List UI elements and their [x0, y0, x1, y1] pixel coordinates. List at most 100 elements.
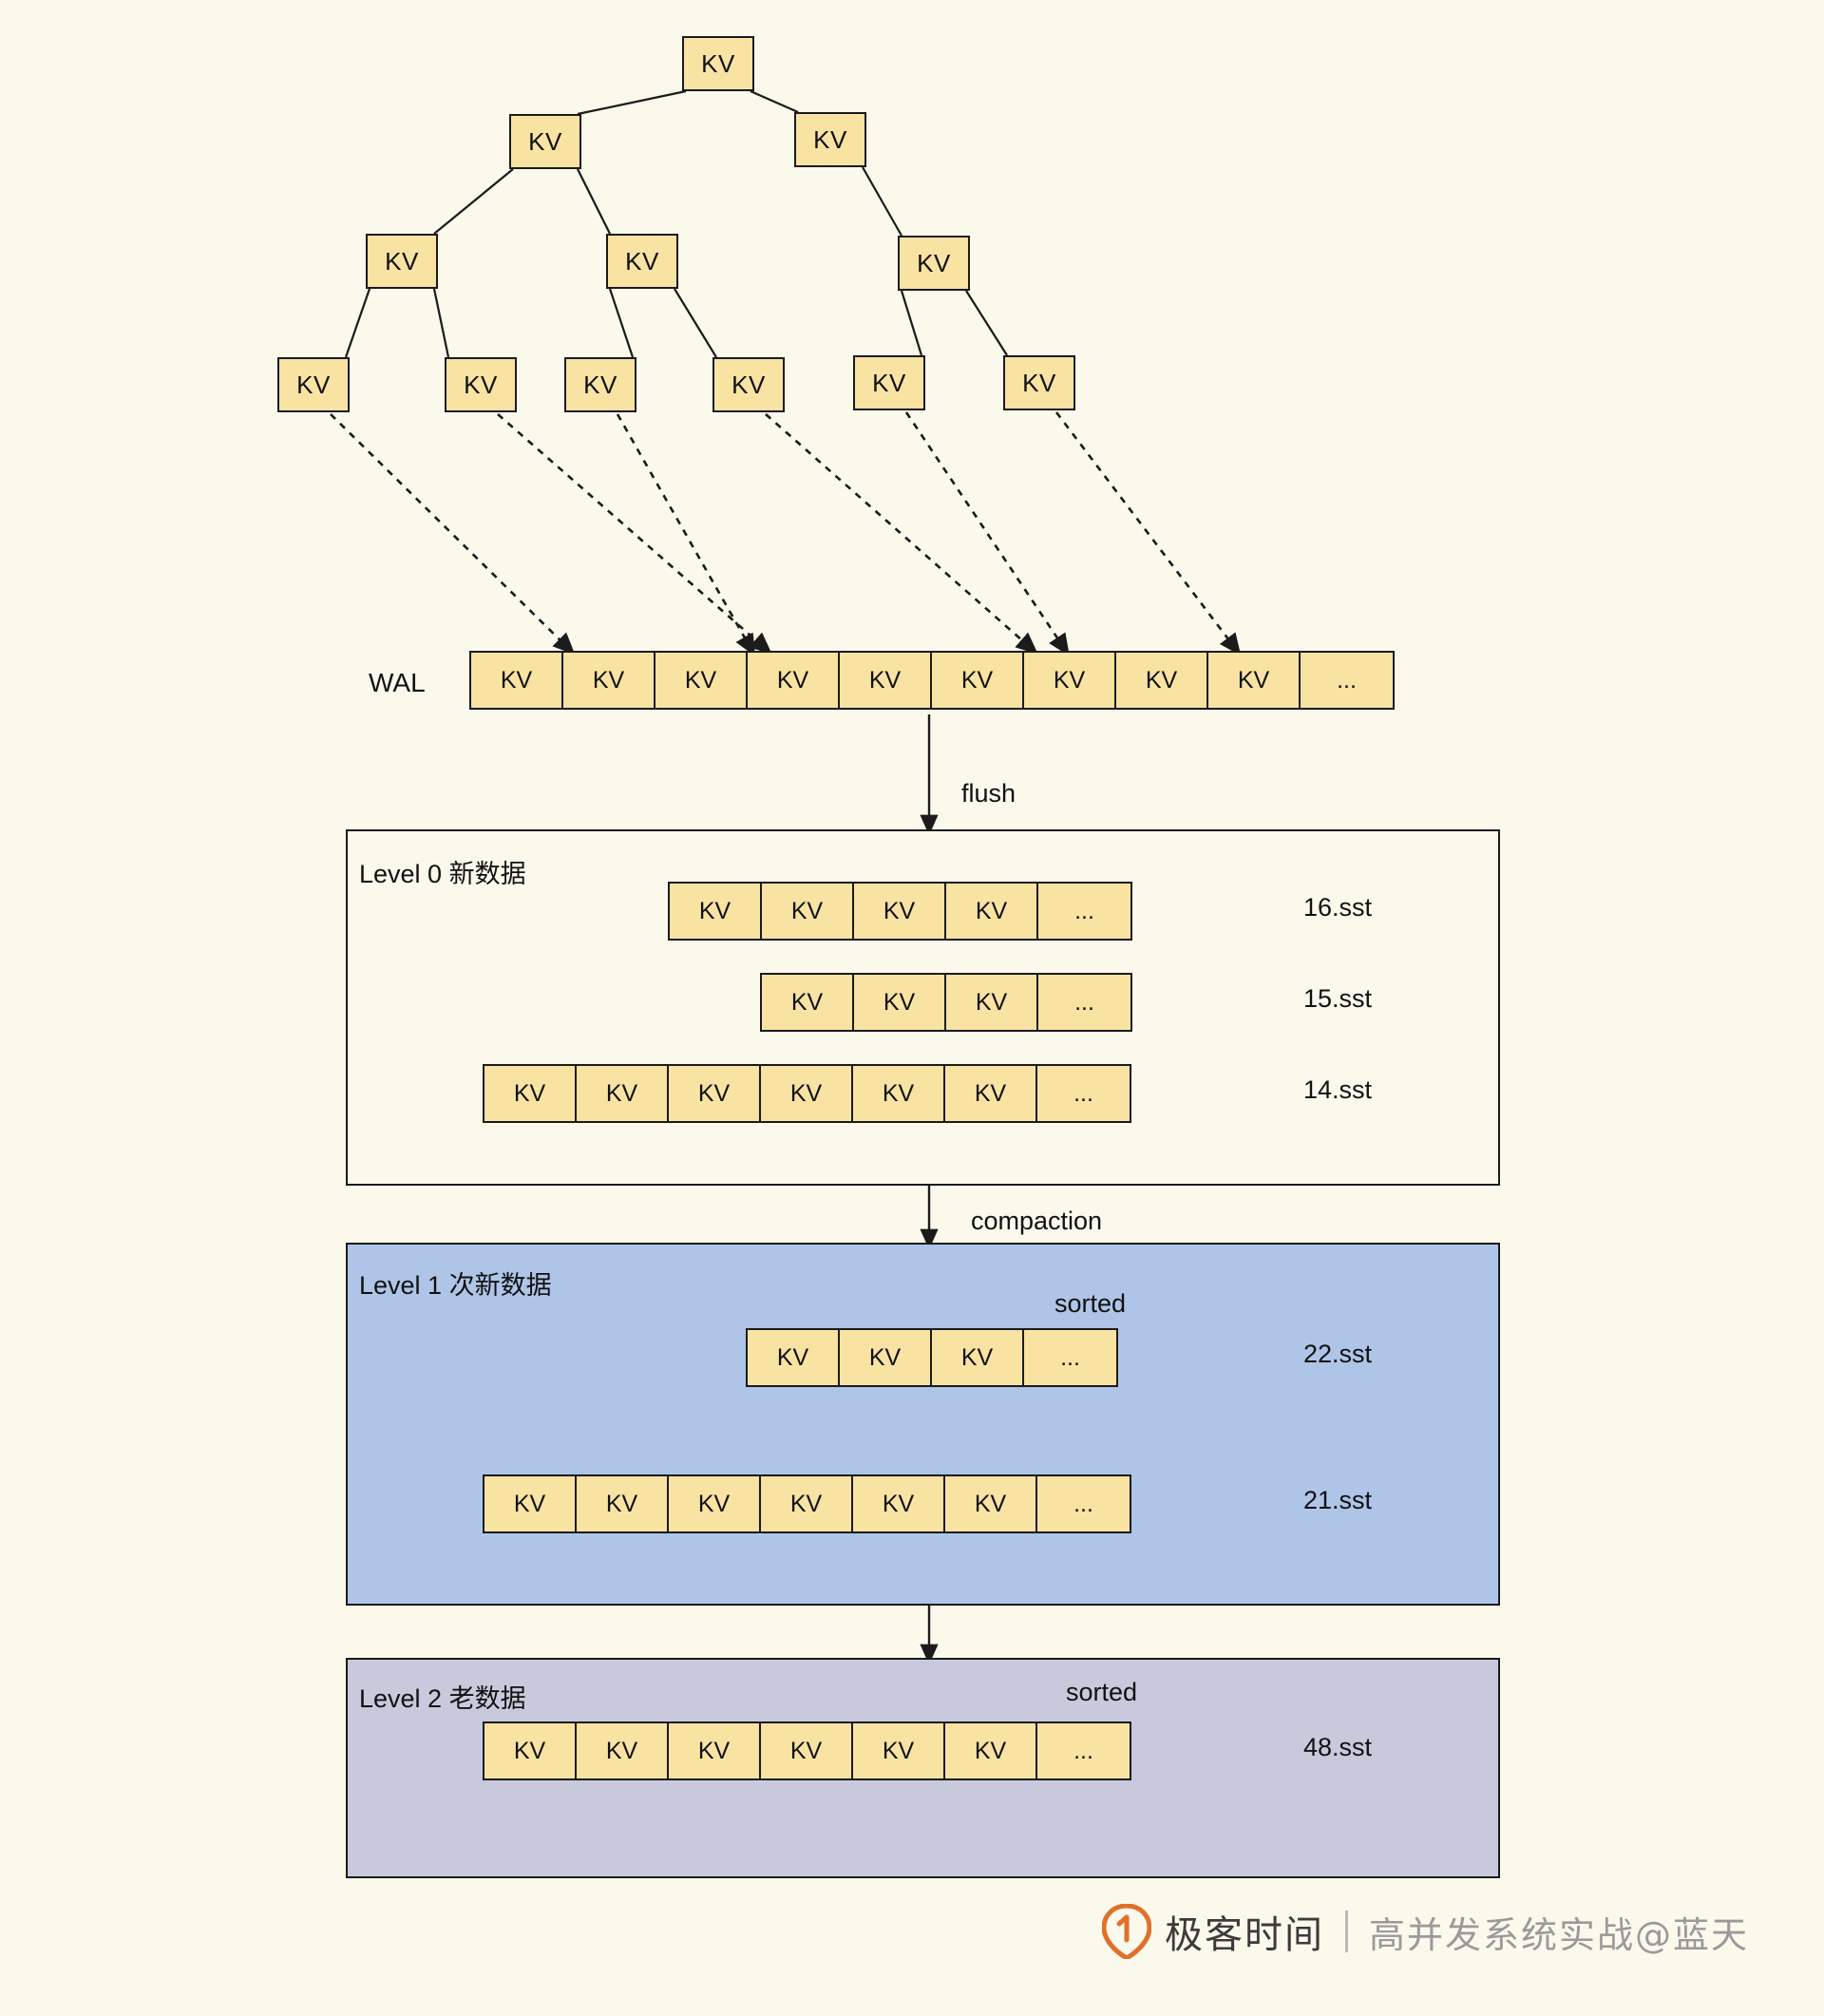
tree-kv-node: KV: [509, 114, 581, 169]
wal-dotted-arrows: [330, 411, 1242, 657]
wal-write-arrow: [904, 411, 1070, 656]
kv-cell-ellipsis: ...: [1024, 1330, 1116, 1385]
sorted-label-level1: sorted: [1054, 1289, 1127, 1318]
tree-edge: [577, 168, 611, 235]
tree-kv-node: KV: [898, 236, 970, 291]
brand-name: 极客时间: [1165, 1913, 1324, 1957]
sst-name-22: 22.sst: [1303, 1340, 1373, 1368]
kv-cell: KV: [1116, 653, 1208, 708]
tree-edge: [674, 288, 717, 358]
kv-cell: KV: [669, 1476, 761, 1531]
kv-cell: KV: [748, 1330, 840, 1385]
tree-kv-label: KV: [1022, 368, 1056, 397]
wal-write-arrow: [497, 413, 772, 655]
wal-write-arrow: [1054, 411, 1242, 656]
tree-kv-node: KV: [794, 112, 866, 167]
kv-cell: KV: [854, 884, 946, 939]
footer-divider: [1345, 1911, 1348, 1952]
kv-cell: KV: [484, 1723, 577, 1778]
kv-cell: KV: [669, 1723, 761, 1778]
kv-cell: KV: [484, 1476, 577, 1531]
tree-kv-node: KV: [366, 234, 438, 289]
tree-kv-node: KV: [712, 357, 785, 412]
tree-edge: [862, 166, 902, 237]
kv-cell: KV: [853, 1476, 945, 1531]
kv-cell: KV: [670, 884, 762, 939]
level-1-title: Level 1 次新数据: [359, 1271, 552, 1300]
tree-kv-node: KV: [606, 234, 678, 289]
kv-cell: KV: [946, 884, 1038, 939]
tree-kv-node: KV: [682, 36, 754, 91]
kv-cell: KV: [762, 884, 854, 939]
kv-cell: KV: [761, 1723, 853, 1778]
tree-kv-label: KV: [583, 370, 618, 399]
tree-edge: [577, 89, 687, 116]
kv-cell: KV: [577, 1476, 669, 1531]
tree-edges: [344, 89, 1008, 358]
kv-cell: KV: [748, 653, 840, 708]
kv-cell: KV: [471, 653, 563, 708]
kv-cell-ellipsis: ...: [1037, 1723, 1130, 1778]
kv-cell-ellipsis: ...: [1038, 884, 1130, 939]
kv-cell: KV: [853, 1723, 945, 1778]
kv-cell: KV: [1208, 653, 1301, 708]
kv-cell-ellipsis: ...: [1037, 1476, 1130, 1531]
kv-cell: KV: [577, 1723, 669, 1778]
kv-cell: KV: [840, 1330, 932, 1385]
sst-name-16: 16.sst: [1303, 893, 1373, 922]
kv-cell: KV: [1024, 653, 1116, 708]
kv-cell: KV: [761, 1066, 853, 1121]
tree-kv-label: KV: [625, 246, 659, 276]
kv-cell: KV: [854, 975, 946, 1030]
footer-subtitle: 高并发系统实战@蓝天: [1369, 1913, 1750, 1956]
compaction-label: compaction: [971, 1207, 1103, 1235]
kv-cell: KV: [946, 975, 1038, 1030]
kv-cell-ellipsis: ...: [1037, 1066, 1130, 1121]
tree-kv-label: KV: [701, 48, 735, 78]
sorted-label-level2: sorted: [1066, 1678, 1138, 1706]
kv-cell: KV: [932, 1330, 1024, 1385]
tree-edge: [900, 290, 923, 356]
tree-kv-node: KV: [445, 357, 517, 412]
kv-cell-ellipsis: ...: [1038, 975, 1130, 1030]
tree-kv-label: KV: [296, 370, 331, 399]
tree-edge: [433, 168, 514, 235]
wal-label: WAL: [369, 668, 426, 697]
tree-kv-label: KV: [528, 126, 562, 156]
geekbang-logo-icon: [1101, 1903, 1152, 1961]
flush-label: flush: [961, 779, 1016, 808]
tree-kv-label: KV: [732, 370, 766, 399]
wal-write-arrow: [616, 413, 756, 657]
kv-cell: KV: [563, 653, 656, 708]
tree-kv-label: KV: [813, 124, 847, 154]
kv-cell: KV: [761, 1476, 853, 1531]
kv-cell: KV: [853, 1066, 945, 1121]
kv-cell: KV: [656, 653, 748, 708]
tree-kv-label: KV: [872, 368, 906, 397]
kv-cell: KV: [945, 1066, 1037, 1121]
tree-kv-label: KV: [917, 248, 951, 277]
sst-name-14: 14.sst: [1303, 1075, 1373, 1104]
tree-edge: [344, 288, 371, 358]
kv-cell: KV: [945, 1476, 1037, 1531]
level-0-title: Level 0 新数据: [359, 860, 526, 888]
kv-cell: KV: [945, 1723, 1037, 1778]
kv-cell-ellipsis: ...: [1301, 653, 1393, 708]
tree-kv-node: KV: [564, 357, 636, 412]
tree-edge: [608, 288, 635, 358]
wal-write-arrow: [765, 413, 1038, 655]
kv-cell: KV: [932, 653, 1024, 708]
tree-kv-node: KV: [277, 357, 350, 412]
tree-kv-label: KV: [385, 246, 419, 276]
kv-cell: KV: [840, 653, 932, 708]
kv-cell: KV: [669, 1066, 761, 1121]
wal-write-arrow: [330, 413, 576, 656]
sst-name-15: 15.sst: [1303, 984, 1373, 1013]
